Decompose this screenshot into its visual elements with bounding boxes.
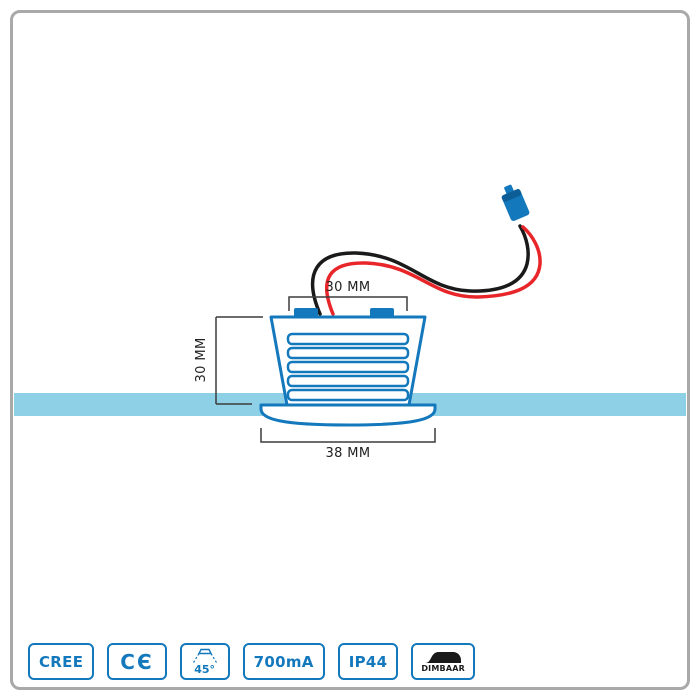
beam-angle-icon <box>192 648 217 663</box>
terminal-tab-right <box>370 308 394 317</box>
heatsink-fin <box>286 360 410 374</box>
heatsink-fin <box>286 388 410 402</box>
dim-bottom-bracket <box>260 428 436 443</box>
terminal-tab-left <box>294 308 318 317</box>
heatsink-fin <box>286 346 410 360</box>
badge-ce: CЄ <box>107 643 167 680</box>
badge-current-label: 700mA <box>253 652 314 671</box>
badge-dimmable: DIMBAAR <box>411 643 475 680</box>
heatsink-fins <box>286 332 410 402</box>
badge-cree-label: CREE <box>39 652 84 671</box>
badge-ip-rating-label: IP44 <box>348 652 388 671</box>
badge-cree: CREE <box>28 643 95 680</box>
fixture-trim-flange <box>259 403 437 427</box>
heatsink-fin <box>286 374 410 388</box>
dim-left-label: 30 MM <box>194 337 209 382</box>
wire-connector <box>501 184 530 221</box>
dim-bottom-label: 38 MM <box>325 446 370 461</box>
badge-ce-label: CЄ <box>120 649 154 674</box>
wire-red <box>324 225 542 316</box>
dimension-lines <box>215 296 436 443</box>
badge-current: 700mA <box>242 643 325 680</box>
badge-beam-angle: 45° <box>179 643 230 680</box>
badge-dimmable-label: DIMBAAR <box>421 663 465 673</box>
badge-ip-rating: IP44 <box>337 643 399 680</box>
certification-badges: CREE CЄ 45° 700mA IP44 DIMBAAR <box>28 643 475 680</box>
heatsink-fin <box>286 332 410 346</box>
dimmer-icon <box>425 651 462 663</box>
wire-black <box>310 224 530 316</box>
dim-top-label: 30 MM <box>325 280 370 295</box>
dim-top-bracket <box>288 296 408 311</box>
badge-beam-angle-label: 45° <box>194 662 216 676</box>
